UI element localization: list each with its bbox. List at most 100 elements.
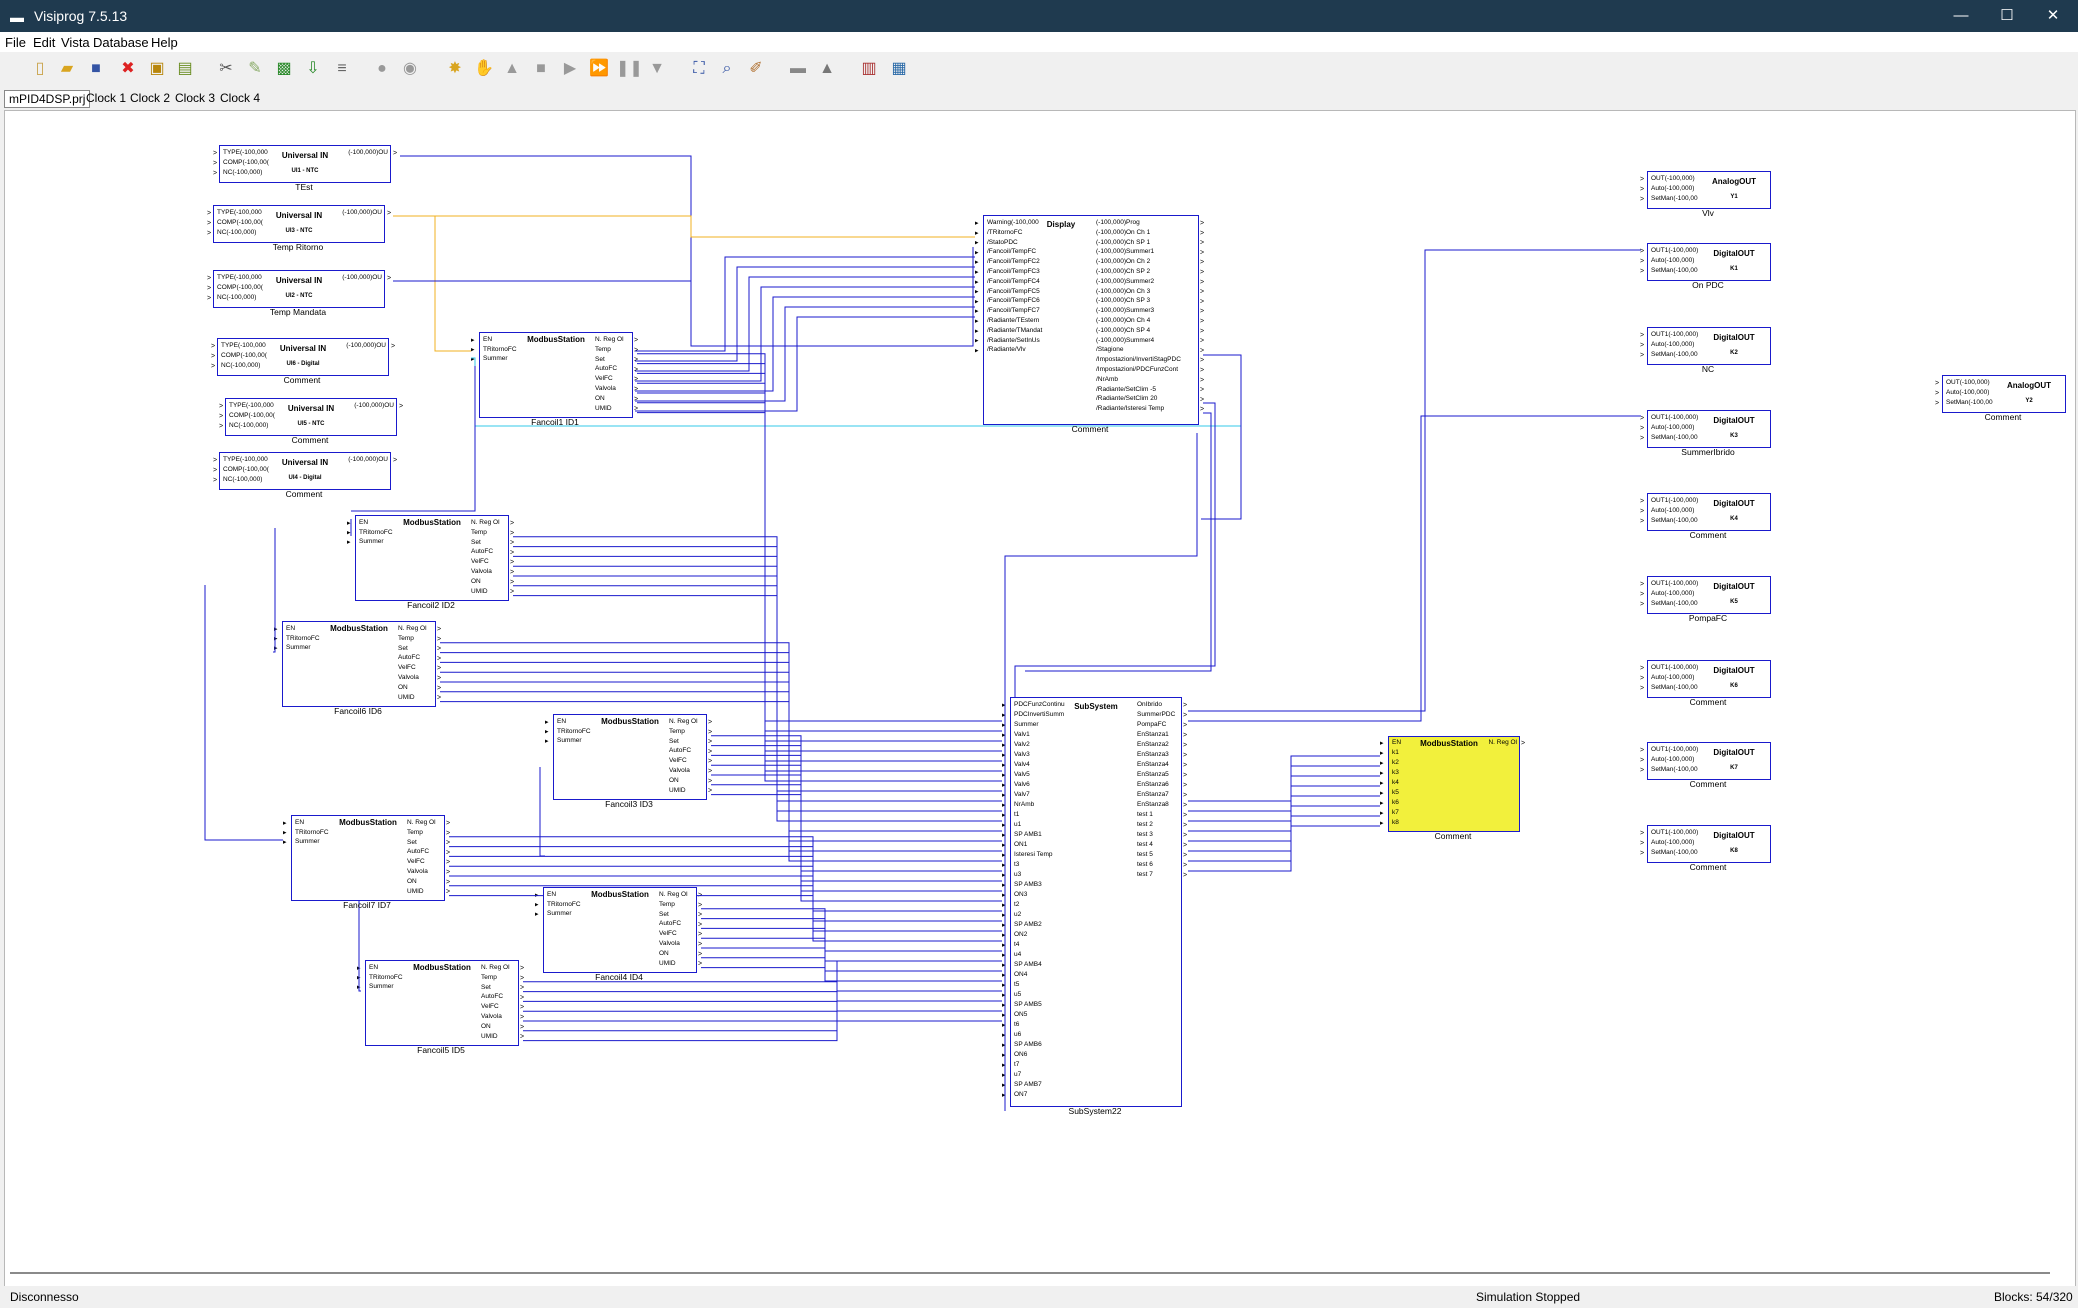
window-icon[interactable]: ▬ <box>790 60 806 77</box>
compile-icon[interactable]: ▩ <box>276 60 292 77</box>
zoom-icon[interactable]: ⌕ <box>722 60 732 77</box>
brush-icon[interactable]: ✐ <box>749 60 763 77</box>
play-icon[interactable]: ▶ <box>563 60 577 77</box>
new-file-icon[interactable]: ▯ <box>35 60 45 77</box>
menu-file[interactable]: File <box>5 35 26 50</box>
menu-database[interactable]: Database <box>93 35 149 50</box>
diagram-canvas[interactable]: >>>>>>>>>>>>>>>>>>>>>>>>▸▸▸>>>>>>>>▸▸▸>>… <box>4 110 2076 1287</box>
report-icon[interactable]: ▥ <box>861 60 877 77</box>
database-icon[interactable]: ▤ <box>177 60 193 77</box>
tools-icon[interactable]: ✂ <box>219 60 233 77</box>
fc4-input-pin: Summer <box>547 910 572 917</box>
menu-help[interactable]: Help <box>151 35 178 50</box>
pin-marker: > <box>211 343 215 350</box>
open-folder-icon[interactable]: ▰ <box>60 60 74 77</box>
delete-icon[interactable]: ✖ <box>121 60 135 77</box>
do_k8-title: DigitalOUT <box>1713 831 1755 840</box>
pin-marker: > <box>1935 400 1939 407</box>
connect-icon[interactable]: ● <box>377 60 387 77</box>
menu-vista[interactable]: Vista <box>61 35 90 50</box>
pin-marker: > <box>1200 220 1204 227</box>
tab-clock-3[interactable]: Clock 3 <box>175 91 216 105</box>
pin-marker: > <box>1640 268 1644 275</box>
ui2-caption: Temp Mandata <box>269 307 327 317</box>
tab-project[interactable]: mPID4DSP.prj <box>4 90 91 108</box>
display-output-pin: /Radiante/SetClim 20 <box>1096 395 1158 403</box>
pin-marker: > <box>1183 792 1187 799</box>
pin-marker: ▸ <box>1002 1072 1006 1079</box>
image-icon[interactable]: ▣ <box>149 60 165 77</box>
pin-marker: > <box>1640 332 1644 339</box>
tab-clock-2[interactable]: Clock 2 <box>130 91 171 105</box>
tab-clock-1[interactable]: Clock 1 <box>86 91 127 105</box>
download-icon[interactable]: ⇩ <box>306 60 320 77</box>
warning-icon[interactable]: ▲ <box>819 60 835 77</box>
minimize-button[interactable]: — <box>1953 7 1969 24</box>
horizontal-scrollbar[interactable] <box>10 1272 2050 1274</box>
maximize-button[interactable]: ☐ <box>2000 7 2014 24</box>
save-icon[interactable]: ■ <box>91 60 101 77</box>
light-icon[interactable]: ✸ <box>448 60 462 77</box>
hand-icon[interactable]: ✋ <box>474 60 494 77</box>
wire <box>435 215 975 238</box>
disconnect-icon[interactable]: ◉ <box>403 60 417 77</box>
close-button[interactable]: ✕ <box>2046 7 2060 24</box>
fc1-output-pin: Valvola <box>595 385 616 392</box>
do_k3-caption: SummerIbrido <box>1681 447 1735 457</box>
edit-icon[interactable]: ✎ <box>248 60 262 77</box>
stop-icon[interactable]: ■ <box>536 60 546 77</box>
fc2-output-pin: AutoFC <box>471 548 494 556</box>
tab-clock-4[interactable]: Clock 4 <box>220 91 261 105</box>
ms_yellow-input-pin: k7 <box>1392 809 1399 816</box>
menu-edit[interactable]: Edit <box>33 35 56 50</box>
up-arrow-icon[interactable]: ▲ <box>504 60 520 77</box>
fit-view-icon[interactable]: ⛶ <box>693 60 705 77</box>
pin-marker: ▸ <box>1002 792 1006 799</box>
pin-marker: > <box>698 902 702 909</box>
pin-marker: > <box>634 386 638 393</box>
subsystem-input-pin: SP AMB1 <box>1014 831 1042 838</box>
pause-icon[interactable]: ❚❚ <box>616 60 643 77</box>
step-down-icon[interactable]: ▼ <box>649 60 665 77</box>
subsystem-input-pin: SP AMB2 <box>1014 921 1042 928</box>
display-output-pin: (-100,000)On Ch 1 <box>1096 228 1151 236</box>
pin-marker: > <box>520 985 524 992</box>
pin-marker: > <box>437 636 441 643</box>
ms_yellow-input-pin: k8 <box>1392 819 1399 826</box>
pin-marker: ▸ <box>283 820 287 827</box>
subsystem-input-pin: PDCFunzContinu <box>1014 701 1065 708</box>
do_k4-caption: Comment <box>1689 530 1727 540</box>
do_k7-input-pin: OUT1(-100,000) <box>1651 746 1699 753</box>
fast-forward-icon[interactable]: ⏩ <box>589 60 609 77</box>
do_k4-title: DigitalOUT <box>1713 499 1755 508</box>
monitor-icon[interactable]: ▦ <box>891 60 907 77</box>
wire <box>1201 354 1242 520</box>
list-icon[interactable]: ≡ <box>337 60 347 77</box>
